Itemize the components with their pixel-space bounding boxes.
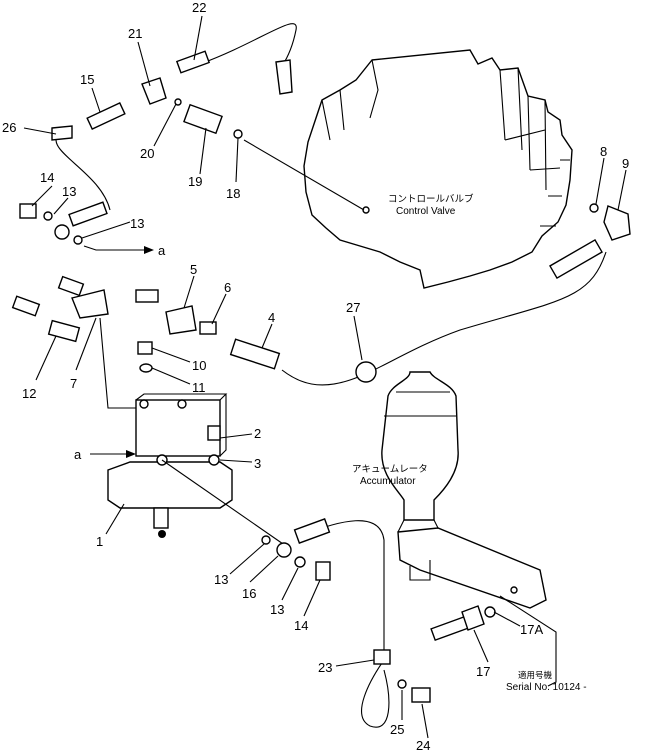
callout-22: 22 [192,0,206,15]
callout-14-lower: 14 [294,618,308,633]
accumulator: アキュームレータ Accumulator [352,371,547,609]
callout-8: 8 [600,144,607,159]
reference-arrows: a a [74,243,166,462]
applicable-label: 適用号機 [518,670,553,680]
callout-1: 1 [96,534,103,549]
control-valve-label-jp: コントロールバルブ [388,193,474,205]
callout-3: 3 [254,456,261,471]
control-valve-label-en: Control Valve [396,206,456,217]
callout-15: 15 [80,72,94,87]
callout-6: 6 [224,280,231,295]
accumulator-label-jp: アキュームレータ [352,464,428,475]
callout-26: 26 [2,120,16,135]
serial-number: Serial No. 10124 - [506,682,587,693]
callout-21: 21 [128,26,142,41]
callout-13-lower: 13 [270,602,284,617]
callout-24: 24 [416,738,430,751]
serial-note: 適用号機 Serial No. 10124 - [506,670,587,693]
callout-16: 16 [242,586,256,601]
control-valve: コントロールバルブ Control Valve [303,49,573,289]
callout-4: 4 [268,310,275,325]
callout-13-top: 13 [62,184,76,199]
callout-5: 5 [190,262,197,277]
leader-lines [23,15,627,739]
main-valve-block [107,393,233,538]
callout-23: 23 [318,660,332,675]
ref-a-out: a [158,243,166,258]
callout-19: 19 [188,174,202,189]
callout-20: 20 [140,146,154,161]
callout-10: 10 [192,358,206,373]
callout-11: 11 [192,380,206,395]
callout-7: 7 [70,376,77,391]
callout-17a: 17A [520,622,543,637]
callout-17: 17 [476,664,490,679]
callout-14-top: 14 [40,170,54,185]
callout-27: 27 [346,300,360,315]
callout-2: 2 [254,426,261,441]
callout-numbers: 22 21 15 26 20 19 18 8 9 14 13 13 5 6 27… [2,0,629,751]
callout-12: 12 [22,386,36,401]
piping [11,23,631,728]
callout-25: 25 [390,722,404,737]
callout-13-lower-left: 13 [214,572,228,587]
callout-18: 18 [226,186,240,201]
callout-9: 9 [622,156,629,171]
ref-a-in: a [74,447,82,462]
callout-13-right: 13 [130,216,144,231]
accumulator-label-en: Accumulator [360,476,416,487]
